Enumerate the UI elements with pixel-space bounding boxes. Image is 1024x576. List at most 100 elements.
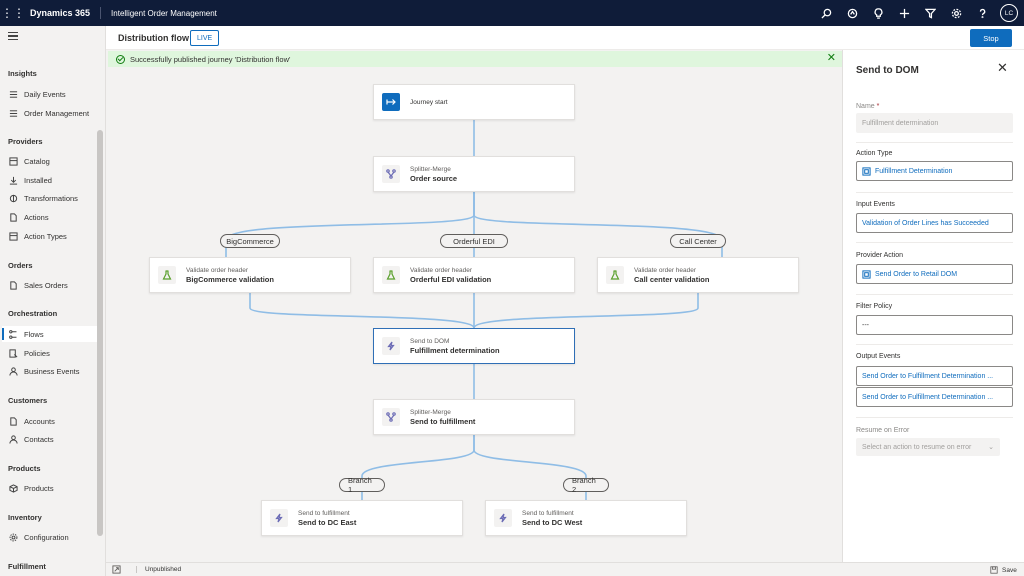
search-icon[interactable] (818, 5, 834, 21)
sidebar-item-order-management[interactable]: Order Management (2, 105, 98, 121)
input-events-label: Input Events (856, 201, 895, 208)
branch-label-branch-1[interactable]: Branch 1 (339, 476, 385, 494)
person-icon (8, 366, 18, 376)
node-journey-start[interactable]: Journey start (373, 84, 575, 120)
document-icon (8, 416, 18, 426)
divider (856, 294, 1013, 295)
help-icon[interactable] (974, 5, 990, 21)
sidebar-item-flows[interactable]: Flows (2, 326, 98, 342)
journey-start-icon (382, 93, 400, 111)
branch-label-call-center[interactable]: Call Center (670, 234, 726, 248)
lightning-icon (494, 509, 512, 527)
entity-icon (862, 269, 871, 279)
flask-icon (382, 266, 400, 284)
branch-label-branch-2[interactable]: Branch 2 (563, 476, 609, 494)
action-type-field[interactable]: Fulfillment Determination (856, 161, 1013, 181)
close-icon[interactable]: ✕ (997, 60, 1008, 75)
splitter-merge-icon (382, 165, 400, 183)
node-type: Splitter-Merge (410, 408, 451, 416)
gear-icon[interactable] (948, 5, 964, 21)
node-title: Orderful EDI validation (410, 274, 492, 284)
branch-label-bigcommerce[interactable]: BigCommerce (220, 234, 280, 248)
flow-icon (8, 329, 18, 339)
plus-icon[interactable] (896, 5, 912, 21)
sidebar-item-action-types[interactable]: Action Types (2, 228, 98, 244)
sidebar-item-catalog[interactable]: Catalog (2, 153, 98, 169)
sidebar-item-sales-orders[interactable]: Sales Orders (2, 277, 98, 293)
sidebar-scrollbar[interactable] (97, 130, 103, 536)
resume-on-error-select[interactable]: Select an action to resume on error⌄ (856, 438, 1000, 456)
sidebar-section-insights: Insights (8, 69, 37, 78)
sidebar-item-transformations[interactable]: Transformations (2, 190, 98, 206)
sidebar-item-contacts[interactable]: Contacts (2, 431, 98, 447)
node-title: Fulfillment determination (410, 345, 500, 355)
divider (856, 192, 1013, 193)
download-icon (8, 175, 18, 185)
node-title: Send to DC East (298, 517, 357, 527)
lightbulb-icon[interactable] (870, 5, 886, 21)
sidebar-item-actions[interactable]: Actions (2, 209, 98, 225)
user-avatar[interactable]: LC (1000, 4, 1018, 22)
app-launcher-icon[interactable]: ⋮⋮ (1, 6, 25, 20)
lightning-icon (382, 337, 400, 355)
banner-message: Successfully published journey 'Distribu… (130, 54, 291, 64)
sidebar-section-fulfillment: Fulfillment (8, 562, 46, 571)
entity-icon (862, 166, 871, 176)
node-type: Send to fulfillment (298, 509, 350, 517)
provider-action-field[interactable]: Send Order to Retail DOM (856, 264, 1013, 284)
sidebar-section-orders: Orders (8, 261, 33, 270)
person-icon (8, 434, 18, 444)
hamburger-menu-icon[interactable] (8, 32, 18, 40)
sidebar-item-business-events[interactable]: Business Events (2, 363, 98, 379)
expand-icon[interactable] (112, 565, 121, 574)
sidebar-item-policies[interactable]: Policies (2, 345, 98, 361)
stop-button[interactable]: Stop (970, 29, 1012, 47)
node-type: Splitter-Merge (410, 165, 451, 173)
sidebar-item-products[interactable]: Products (2, 480, 98, 496)
document-icon (8, 280, 18, 290)
divider (856, 344, 1013, 345)
provider-action-label: Provider Action (856, 252, 904, 259)
output-event-field[interactable]: Send Order to Fulfillment Determination … (856, 387, 1013, 407)
node-type: Send to fulfillment (522, 509, 574, 517)
filter-icon[interactable] (922, 5, 938, 21)
close-icon[interactable]: ✕ (826, 52, 836, 64)
save-button[interactable]: Save (990, 566, 1017, 574)
input-events-field[interactable]: Validation of Order Lines has Succeeded (856, 213, 1013, 233)
top-bar: ⋮⋮ Dynamics 365 Intelligent Order Manage… (0, 0, 1024, 26)
success-check-icon (116, 54, 125, 64)
sidebar-section-orchestration: Orchestration (8, 309, 58, 318)
filter-policy-label: Filter Policy (856, 303, 893, 310)
node-title: Send to DC West (522, 517, 583, 527)
sidebar-item-accounts[interactable]: Accounts (2, 413, 98, 429)
app-name[interactable]: Intelligent Order Management (111, 8, 217, 18)
node-type: Validate order header (410, 266, 473, 274)
divider (856, 417, 1013, 418)
brand-name[interactable]: Dynamics 365 (26, 7, 102, 19)
properties-panel: Send to DOM ✕ Name * Fulfillment determi… (842, 50, 1024, 562)
action-type-label: Action Type (856, 150, 893, 157)
gear-icon (8, 532, 18, 542)
filter-policy-field[interactable]: --- (856, 315, 1013, 335)
policy-icon (8, 348, 18, 358)
lightbulb-outline-icon[interactable] (844, 5, 860, 21)
sidebar-section-products: Products (8, 464, 41, 473)
sidebar-section-customers: Customers (8, 396, 48, 405)
output-event-field[interactable]: Send Order to Fulfillment Determination … (856, 366, 1013, 386)
flow-canvas[interactable]: Successfully published journey 'Distribu… (106, 50, 842, 562)
sidebar-item-configuration[interactable]: Configuration (2, 529, 98, 545)
sidebar-item-daily-events[interactable]: Daily Events (2, 86, 98, 102)
flow-connectors (225, 120, 723, 500)
branch-label-orderful-edi[interactable]: Orderful EDI (440, 234, 508, 248)
divider (856, 242, 1013, 243)
node-type: Validate order header (186, 266, 249, 274)
sidebar-item-installed[interactable]: Installed (2, 172, 98, 188)
